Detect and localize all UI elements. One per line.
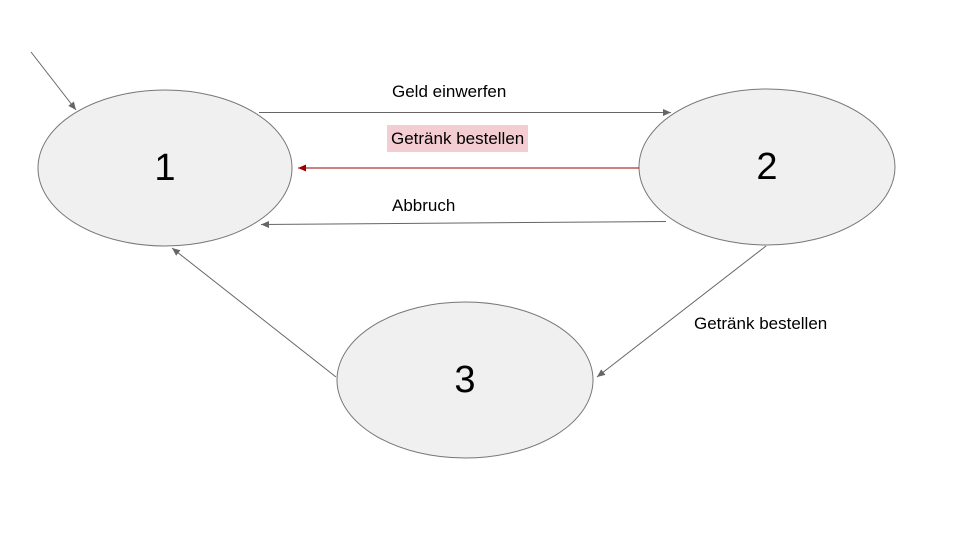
state-3-ellipse[interactable] <box>336 301 594 459</box>
transition-label-geld-einwerfen[interactable]: Geld einwerfen <box>392 82 507 101</box>
initial-transition-arrow[interactable] <box>30 51 77 111</box>
transition-2-3-getraenk-line[interactable] <box>596 245 767 378</box>
transition-3-1-line[interactable] <box>171 247 337 378</box>
transition-label-getraenk-bestellen-highlighted[interactable]: Getränk bestellen <box>387 125 529 152</box>
transition-label-getraenk-bestellen-2-3[interactable]: Getränk bestellen <box>694 314 828 333</box>
transition-label-abbruch[interactable]: Abbruch <box>392 196 456 215</box>
transition-2-1-abbruch-line[interactable] <box>260 220 667 228</box>
state-2-ellipse[interactable] <box>638 88 896 246</box>
state-1-ellipse[interactable] <box>37 89 293 247</box>
